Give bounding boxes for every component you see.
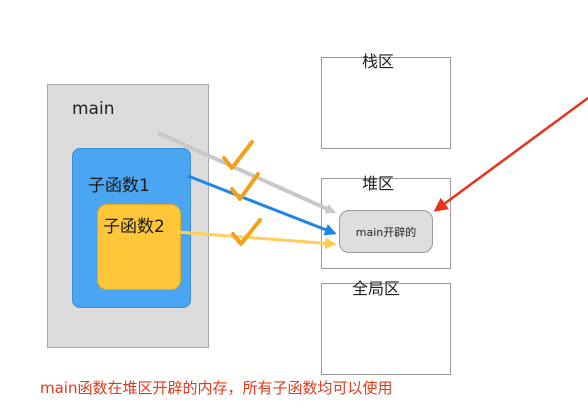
global-region-label: 全局区 <box>352 279 401 298</box>
sub1-to-heap-arrow <box>187 174 337 236</box>
heap-allocated-block: main开辟的 <box>339 210 433 253</box>
check-mark-icon <box>230 172 260 201</box>
sub-function-2-box <box>97 204 181 290</box>
main-to-heap-arrow <box>157 131 336 214</box>
stack-region-label: 栈区 <box>362 52 395 71</box>
heap-region-label: 堆区 <box>362 174 395 193</box>
highlight-arrow <box>433 96 588 212</box>
check-mark-icon <box>231 218 262 246</box>
main-function-label: main <box>72 99 115 119</box>
global-region-box <box>321 283 451 375</box>
stack-region-box <box>321 57 451 149</box>
sub-function-2-label: 子函数2 <box>103 217 165 237</box>
sub-function-1-label: 子函数1 <box>88 176 150 196</box>
caption-text: main函数在堆区开辟的内存，所有子函数均可以使用 <box>40 379 393 397</box>
check-mark-icon <box>222 140 254 170</box>
sub2-to-heap-arrow <box>176 230 337 250</box>
